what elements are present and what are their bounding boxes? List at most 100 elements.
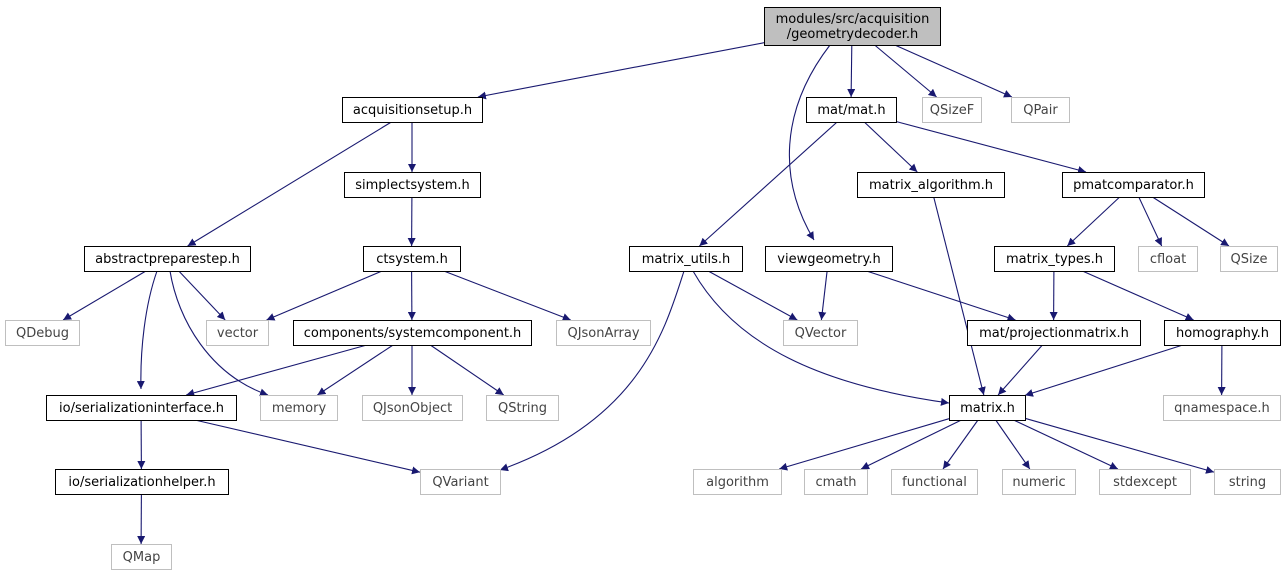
edges-layer xyxy=(62,42,1230,545)
node-box xyxy=(1164,320,1281,346)
edge-pmatcomparator-to-matrix-types xyxy=(1066,196,1121,247)
node-box xyxy=(46,395,237,421)
node-box xyxy=(293,320,532,346)
edge-viewgeometry-to-projectionmatrix xyxy=(866,270,1016,322)
node-label: io/serializationinterface.h xyxy=(59,401,224,416)
node-matmat[interactable]: mat/mat.h xyxy=(806,97,897,123)
node-label: QSize xyxy=(1231,252,1268,267)
node-cfloat: cfloat xyxy=(1138,246,1198,272)
node-memory: memory xyxy=(260,395,338,421)
node-label: algorithm xyxy=(706,475,769,490)
node-box xyxy=(806,97,897,123)
node-matrix-algorithm[interactable]: matrix_algorithm.h xyxy=(857,172,1005,198)
node-label: acquisitionsetup.h xyxy=(353,103,472,118)
edge-matrix-utils-to-qvector xyxy=(707,270,798,321)
node-label: QPair xyxy=(1023,103,1058,118)
node-box xyxy=(1214,469,1281,495)
edge-abstractpreparestep-to-memory xyxy=(169,270,269,397)
node-label: QSizeF xyxy=(930,103,974,118)
node-string: string xyxy=(1214,469,1281,495)
node-label: cmath xyxy=(815,475,856,490)
edge-matrix-to-cmath xyxy=(860,419,962,470)
edge-root-to-qsizef xyxy=(874,44,937,98)
node-label: QJsonArray xyxy=(567,326,639,341)
node-matrix-types[interactable]: matrix_types.h xyxy=(994,246,1115,272)
node-label: QVector xyxy=(795,326,847,341)
node-qstring: QString xyxy=(486,395,559,421)
node-box xyxy=(206,320,269,346)
node-projectionmatrix[interactable]: mat/projectionmatrix.h xyxy=(967,320,1141,346)
node-box xyxy=(1220,246,1278,272)
edge-matmat-to-matrix-utils xyxy=(699,121,838,247)
node-serializationhelper[interactable]: io/serializationhelper.h xyxy=(55,469,229,495)
node-label: string xyxy=(1229,475,1266,490)
node-abstractpreparestep[interactable]: abstractpreparestep.h xyxy=(84,246,251,272)
node-label: viewgeometry.h xyxy=(777,252,880,267)
edge-abstractpreparestep-to-serializationinterface xyxy=(136,270,158,390)
node-label: /geometrydecoder.h xyxy=(787,27,919,42)
node-qpair: QPair xyxy=(1011,97,1070,123)
edge-matrix-to-stdexcept xyxy=(1013,419,1119,470)
edge-root-to-qpair xyxy=(894,44,1013,98)
node-label: simplectsystem.h xyxy=(355,178,470,193)
edge-matrix-to-string xyxy=(1024,417,1215,474)
edge-ctsystem-to-qjsonarray xyxy=(443,270,571,321)
node-label: matrix_utils.h xyxy=(642,252,731,267)
node-qnamespace: qnamespace.h xyxy=(1163,395,1281,421)
node-box xyxy=(1062,172,1205,198)
node-box xyxy=(765,246,893,272)
node-ctsystem[interactable]: ctsystem.h xyxy=(363,246,461,272)
node-label: ctsystem.h xyxy=(376,252,448,267)
node-box xyxy=(693,469,782,495)
edge-systemcomponent-to-serializationinterface xyxy=(186,344,367,397)
node-algorithm: algorithm xyxy=(693,469,782,495)
node-acquisitionsetup[interactable]: acquisitionsetup.h xyxy=(342,97,483,123)
node-box xyxy=(260,395,338,421)
node-box xyxy=(994,246,1115,272)
node-qvariant: QVariant xyxy=(420,469,501,495)
node-simplectsystem[interactable]: simplectsystem.h xyxy=(344,172,481,198)
node-homography[interactable]: homography.h xyxy=(1164,320,1281,346)
node-label: memory xyxy=(272,401,327,416)
node-root[interactable]: modules/src/acquisition/geometrydecoder.… xyxy=(764,7,941,46)
node-label: QDebug xyxy=(16,326,69,341)
node-label: qnamespace.h xyxy=(1174,401,1270,416)
node-box xyxy=(1163,395,1281,421)
node-box xyxy=(556,320,651,346)
node-label: modules/src/acquisition xyxy=(776,12,930,27)
nodes-layer: modules/src/acquisition/geometrydecoder.… xyxy=(5,7,1281,570)
node-box xyxy=(362,395,463,421)
node-box xyxy=(111,544,172,570)
node-box xyxy=(5,320,80,346)
node-label: functional xyxy=(902,475,967,490)
edge-matrix-utils-to-qvariant xyxy=(499,270,685,472)
node-viewgeometry[interactable]: viewgeometry.h xyxy=(765,246,893,272)
node-systemcomponent[interactable]: components/systemcomponent.h xyxy=(293,320,532,346)
node-numeric: numeric xyxy=(1002,469,1076,495)
node-box xyxy=(55,469,229,495)
node-box xyxy=(486,395,559,421)
node-qmap: QMap xyxy=(111,544,172,570)
edge-matmat-to-matrix-algorithm xyxy=(863,121,918,173)
edge-viewgeometry-to-qvector xyxy=(818,270,828,321)
edge-pmatcomparator-to-cfloat xyxy=(1138,196,1163,247)
node-box xyxy=(420,469,501,495)
edge-serializationinterface-to-qvariant xyxy=(194,419,421,475)
node-matrix[interactable]: matrix.h xyxy=(949,395,1026,421)
node-label: io/serializationhelper.h xyxy=(68,475,215,490)
node-label: matrix_algorithm.h xyxy=(869,178,993,193)
edge-root-to-viewgeometry xyxy=(788,44,831,241)
node-box xyxy=(1011,97,1070,123)
node-box xyxy=(804,469,868,495)
edge-abstractpreparestep-to-vector xyxy=(178,270,226,321)
edge-matrix-algorithm-to-matrix xyxy=(933,196,986,396)
node-pmatcomparator[interactable]: pmatcomparator.h xyxy=(1062,172,1205,198)
edge-root-to-matmat xyxy=(847,44,856,98)
node-box xyxy=(967,320,1141,346)
node-label: matrix_types.h xyxy=(1006,252,1103,267)
node-serializationinterface[interactable]: io/serializationinterface.h xyxy=(46,395,237,421)
node-matrix-utils[interactable]: matrix_utils.h xyxy=(629,246,743,272)
node-box xyxy=(1138,246,1198,272)
node-label: cfloat xyxy=(1150,252,1186,267)
